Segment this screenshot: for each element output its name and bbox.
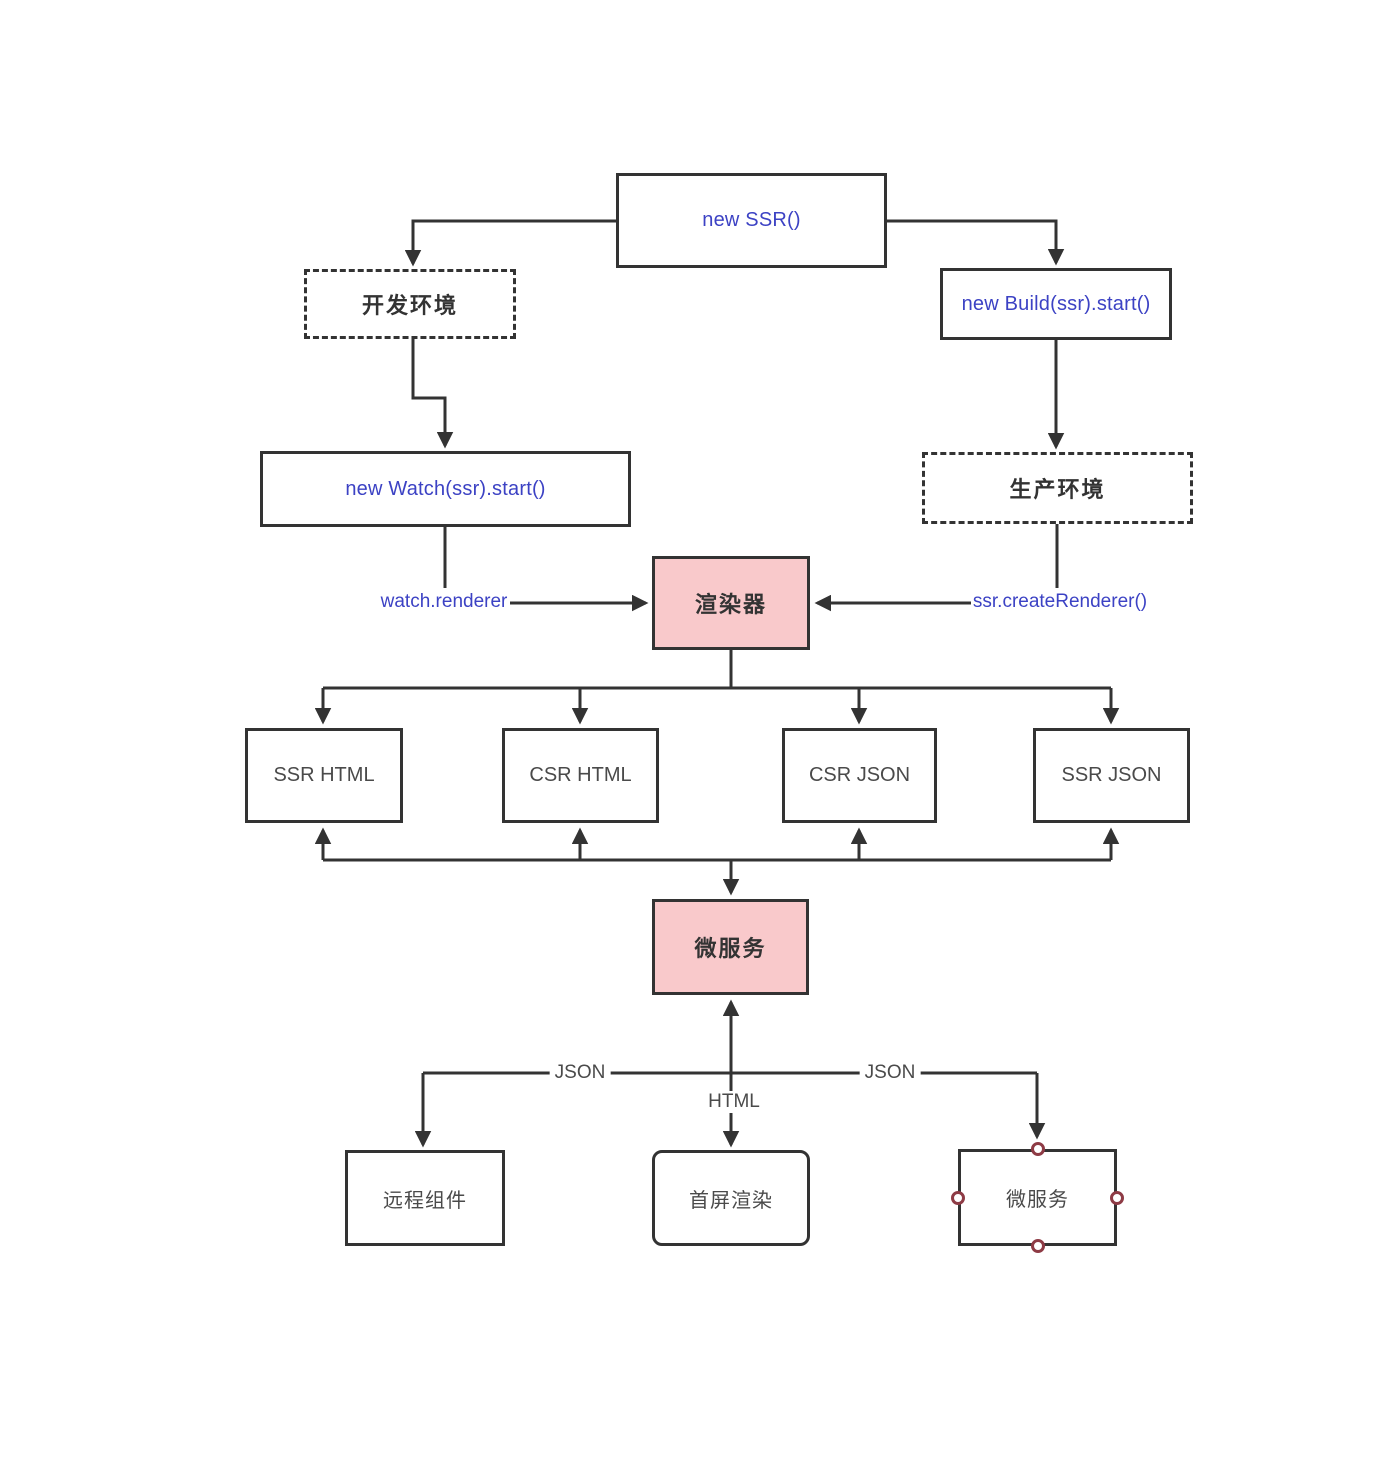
edge-newssr-build <box>887 219 1065 266</box>
node-build-start-label: new Build(ssr).start() <box>961 292 1151 315</box>
node-first-screen-render-label: 首屏渲染 <box>689 1189 773 1212</box>
edge-label-watch-renderer: watch.renderer <box>380 591 508 612</box>
edge-label-json-left: JSON <box>549 1062 611 1084</box>
node-csr-json: CSR JSON <box>782 728 937 823</box>
node-new-ssr-label: new SSR() <box>702 209 801 231</box>
node-dev-env: 开发环境 <box>304 269 516 339</box>
node-watch-start-label: new Watch(ssr).start() <box>345 477 546 500</box>
node-microservice-hub-label: 微服务 <box>694 936 767 961</box>
node-csr-html-label: CSR HTML <box>529 764 632 786</box>
node-microservice-hub: 微服务 <box>652 899 809 995</box>
edge-label-json-right: JSON <box>859 1062 921 1084</box>
node-microservice: 微服务 <box>951 1142 1124 1253</box>
node-renderer: 渲染器 <box>652 556 810 650</box>
node-microservice-label: 微服务 <box>1006 1189 1069 1211</box>
node-ssr-json: SSR JSON <box>1033 728 1190 823</box>
edge-label-html-center: HTML <box>703 1091 765 1113</box>
node-ssr-html: SSR HTML <box>245 728 403 823</box>
node-remote-component: 远程组件 <box>345 1150 505 1246</box>
port-right-icon <box>1110 1190 1124 1205</box>
node-prod-env-label: 生产环境 <box>1009 477 1106 502</box>
port-bottom-icon <box>1030 1239 1045 1253</box>
node-prod-env: 生产环境 <box>922 452 1193 524</box>
node-build-start: new Build(ssr).start() <box>940 268 1172 340</box>
edge-devenv-watch <box>411 339 454 449</box>
arrow-segments <box>314 219 1120 1148</box>
node-first-screen-render: 首屏渲染 <box>652 1150 810 1246</box>
node-remote-component-label: 远程组件 <box>383 1189 467 1212</box>
edge-newssr-devenv <box>404 219 616 267</box>
node-csr-html: CSR HTML <box>502 728 659 823</box>
node-ssr-html-label: SSR HTML <box>273 764 375 786</box>
node-ssr-json-label: SSR JSON <box>1061 764 1162 786</box>
node-csr-json-label: CSR JSON <box>808 764 911 786</box>
node-renderer-label: 渲染器 <box>694 592 767 617</box>
node-new-ssr: new SSR() <box>616 173 887 268</box>
node-watch-start: new Watch(ssr).start() <box>260 451 631 527</box>
port-top-icon <box>1030 1142 1045 1156</box>
edge-label-ssr-create-renderer: ssr.createRenderer() <box>972 591 1148 612</box>
node-dev-env-label: 开发环境 <box>361 293 458 318</box>
port-left-icon <box>951 1190 965 1205</box>
